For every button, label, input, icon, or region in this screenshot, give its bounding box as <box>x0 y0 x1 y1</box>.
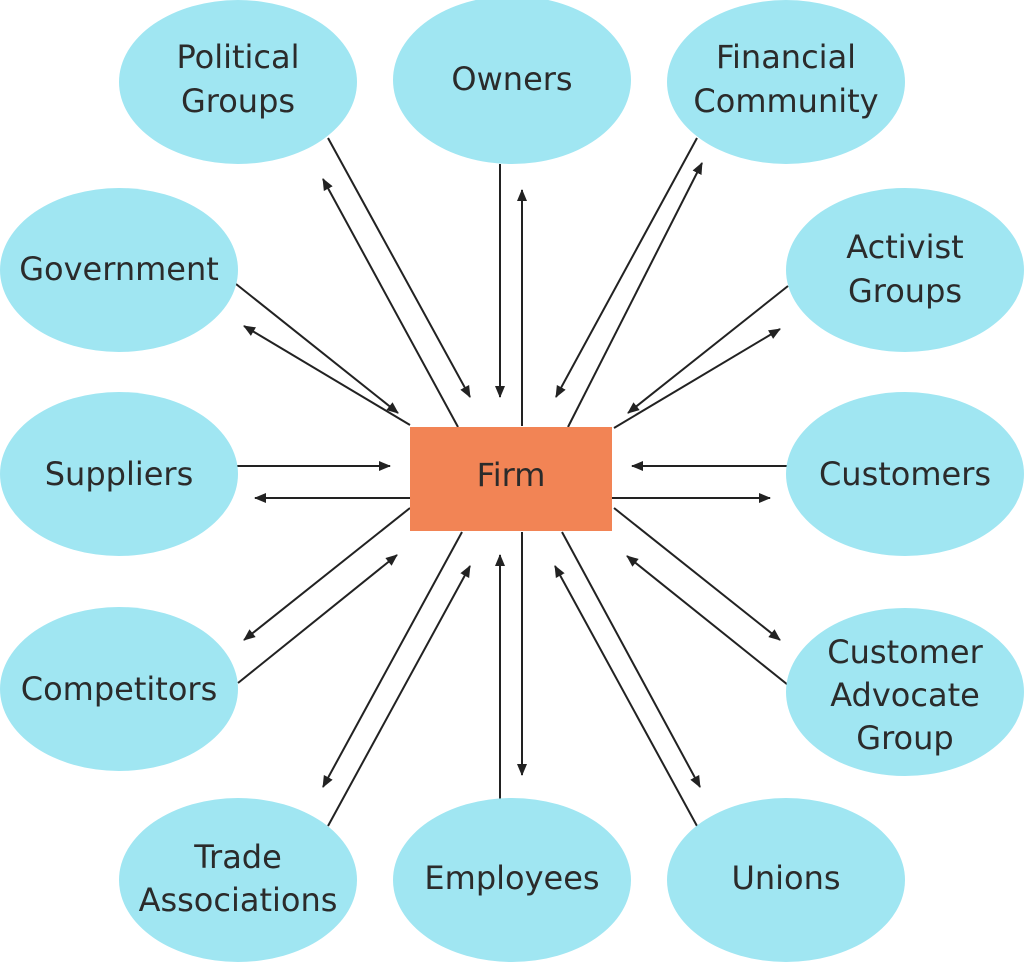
arrow-government-to-firm <box>235 283 399 414</box>
node-trade-associations[interactable]: Trade Associations <box>119 798 357 962</box>
node-financial-community-label-1: Financial <box>716 38 856 76</box>
arrow-unions-from-firm <box>554 565 698 827</box>
arrow-political-groups-from-firm <box>322 178 459 428</box>
node-financial-community[interactable]: Financial Community <box>667 0 905 164</box>
node-owners-label-1: Owners <box>451 60 572 98</box>
arrow-customer-advocate-group-from-firm <box>626 555 789 686</box>
node-political-groups-shape <box>119 0 357 164</box>
node-suppliers-shape <box>0 392 238 556</box>
node-firm[interactable]: Firm <box>410 427 612 531</box>
firm-box <box>410 427 612 531</box>
node-owners[interactable]: Owners <box>393 0 631 164</box>
node-financial-community-shape <box>667 0 905 164</box>
arrow-trade-associations-to-firm <box>322 531 463 788</box>
node-customer-advocate-group-label-1: Customer <box>827 633 983 671</box>
node-political-groups-label-2: Groups <box>181 82 295 120</box>
arrow-financial-community-to-firm <box>555 137 698 398</box>
node-employees[interactable]: Employees <box>393 798 631 962</box>
node-customer-advocate-group-label-3: Group <box>856 719 953 757</box>
node-owners-shape <box>393 0 631 164</box>
node-employees-label-1: Employees <box>424 859 599 897</box>
arrow-activist-groups-to-firm <box>627 285 789 414</box>
arrow-competitors-from-firm <box>237 554 398 684</box>
arrow-unions-to-firm <box>561 531 701 788</box>
node-unions-shape <box>667 798 905 962</box>
node-suppliers[interactable]: Suppliers <box>0 392 238 556</box>
arrows-layer <box>235 137 789 827</box>
node-employees-shape <box>393 798 631 962</box>
node-political-groups[interactable]: Political Groups <box>119 0 357 164</box>
arrow-trade-associations-from-firm <box>327 565 471 827</box>
arrow-customer-advocate-group-to-firm <box>613 507 781 641</box>
node-competitors[interactable]: Competitors <box>0 607 238 771</box>
node-competitors-label-1: Competitors <box>21 670 217 708</box>
node-unions-label-1: Unions <box>731 859 840 897</box>
node-competitors-shape <box>0 607 238 771</box>
node-customer-advocate-group-label-2: Advocate <box>830 676 980 714</box>
node-trade-associations-label-1: Trade <box>193 838 282 876</box>
node-activist-groups-label-2: Groups <box>848 272 962 310</box>
node-customers-label-1: Customers <box>819 455 991 493</box>
arrow-government-from-firm <box>243 325 411 426</box>
node-government-shape <box>0 188 238 352</box>
node-unions[interactable]: Unions <box>667 798 905 962</box>
arrow-financial-community-from-firm <box>567 162 703 428</box>
node-government-label-1: Government <box>19 250 219 288</box>
arrow-activist-groups-from-firm <box>613 328 781 429</box>
arrow-competitors-to-firm <box>243 507 411 641</box>
node-activist-groups-shape <box>786 188 1024 352</box>
node-activist-groups-label-1: Activist <box>846 228 963 266</box>
firm-label: Firm <box>477 456 546 494</box>
node-financial-community-label-2: Community <box>693 82 878 120</box>
node-customers-shape <box>786 392 1024 556</box>
arrow-political-groups-to-firm <box>327 137 471 398</box>
node-government[interactable]: Government <box>0 188 238 352</box>
node-activist-groups[interactable]: Activist Groups <box>786 188 1024 352</box>
node-trade-associations-shape <box>119 798 357 962</box>
node-customer-advocate-group-shape <box>786 608 1024 776</box>
node-customer-advocate-group[interactable]: Customer Advocate Group <box>786 608 1024 776</box>
node-political-groups-label-1: Political <box>176 38 299 76</box>
node-suppliers-label-1: Suppliers <box>45 455 194 493</box>
node-trade-associations-label-2: Associations <box>139 881 338 919</box>
node-customers[interactable]: Customers <box>786 392 1024 556</box>
